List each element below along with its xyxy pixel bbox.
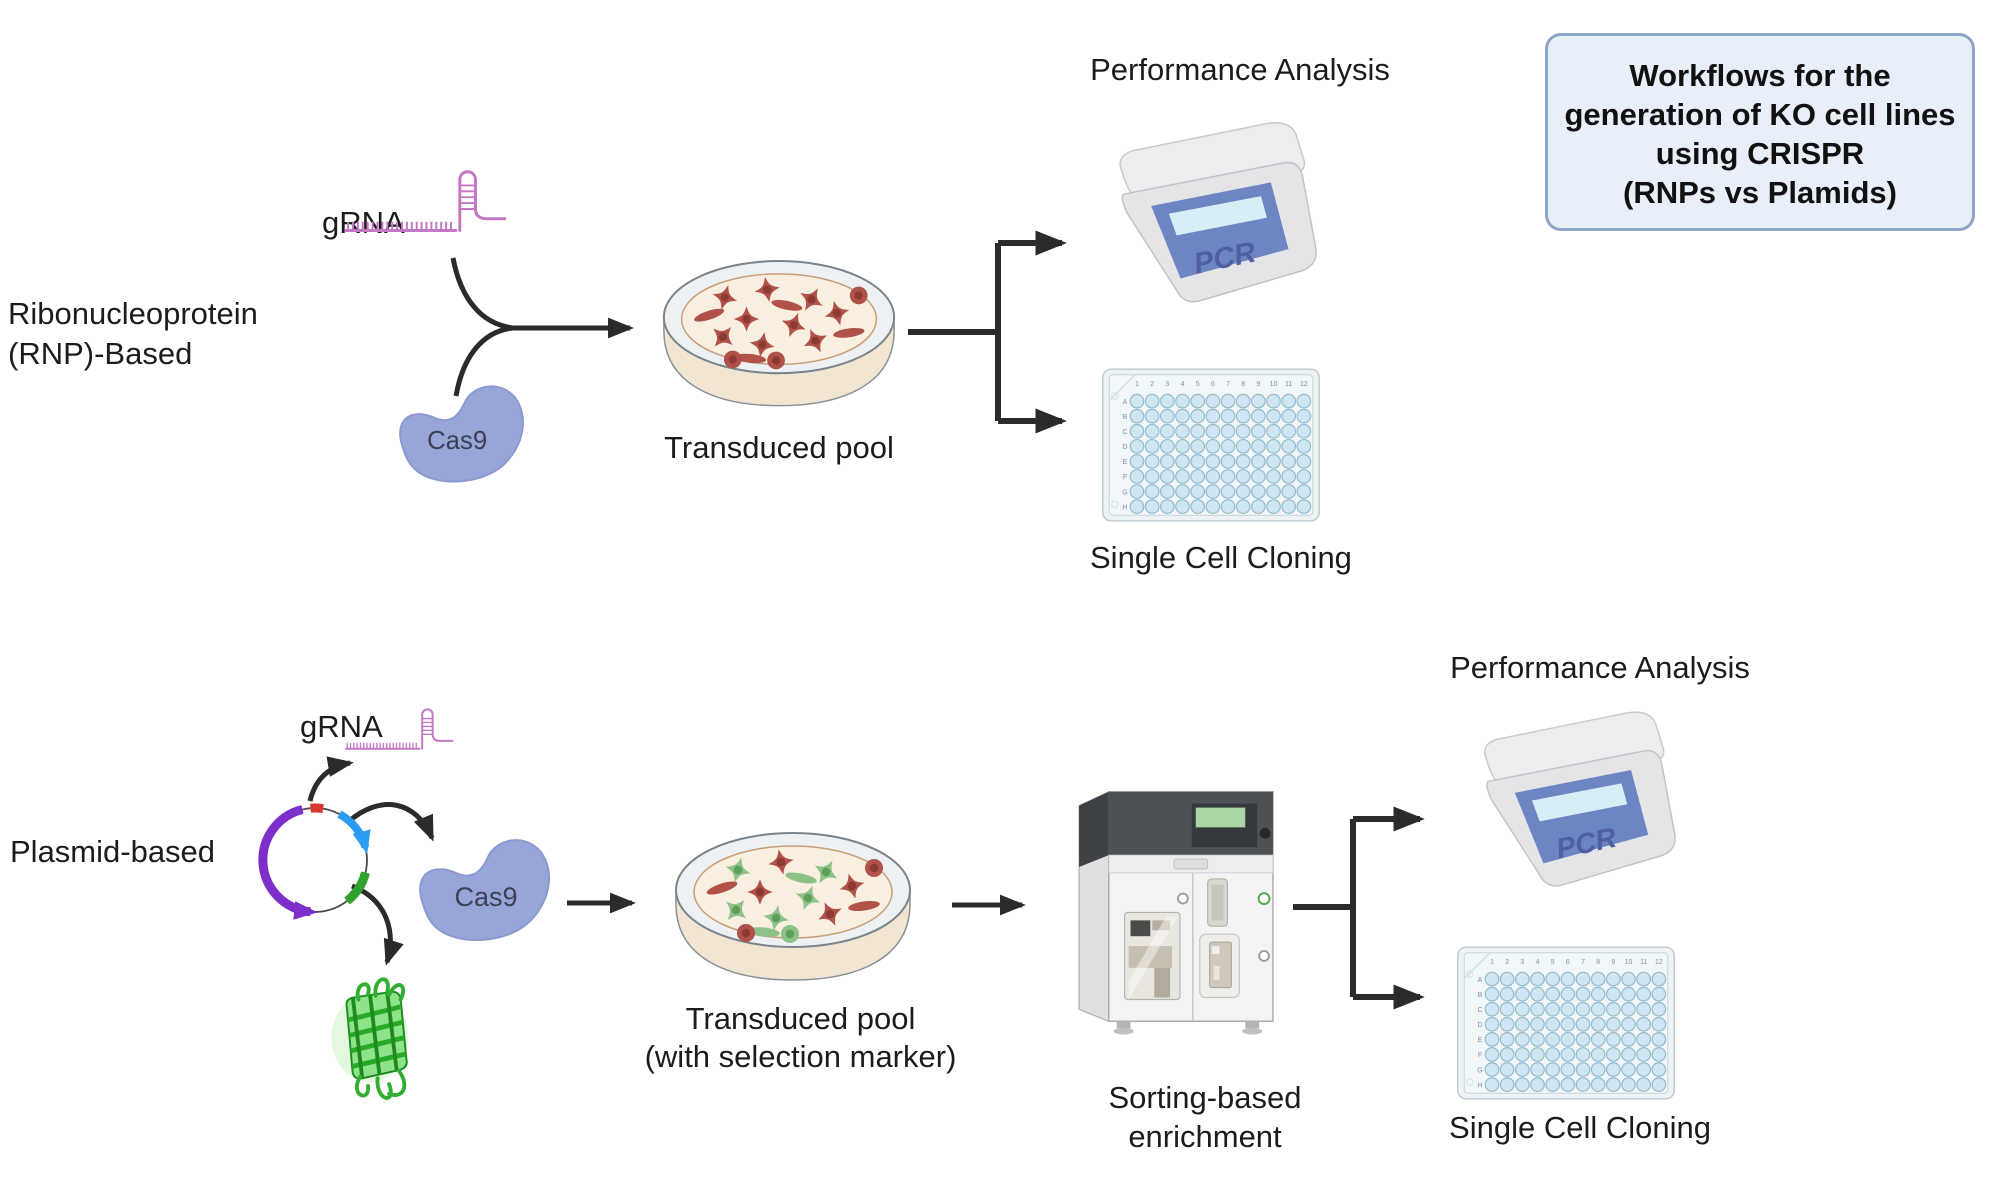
pcr-machine-icon-bottom: PCR [1484,711,1676,887]
cas9-label: Cas9 [427,427,487,455]
title-box: Workflows for the generation of KO cell … [1545,33,1975,231]
svg-text:E: E [1478,1037,1483,1044]
transduced-pool-top-label: Transduced pool [664,430,894,465]
svg-text:C: C [1122,429,1127,436]
svg-text:5: 5 [1551,959,1555,966]
svg-text:9: 9 [1256,381,1260,388]
svg-text:4: 4 [1536,959,1540,966]
plasmid-blue-arc [337,810,371,855]
plasmid-row-label: Plasmid-based [10,834,216,869]
plasmid-purple-arc [258,805,318,920]
cas9-icon: Cas9 [399,385,524,483]
pcr-screen [1532,783,1628,822]
gfp-protein-icon [331,977,409,1100]
grna-icon-small [344,708,454,750]
svg-text:A: A [1123,399,1128,406]
petri-dish-selection-icon [675,832,911,981]
svg-text:G: G [1122,489,1127,496]
svg-text:11: 11 [1285,381,1292,388]
sorting-enrichment-label: Sorting-based enrichment [1108,1080,1302,1154]
svg-text:7: 7 [1226,381,1230,388]
cell-sorter-icon [1078,790,1274,1035]
svg-text:9: 9 [1611,959,1615,966]
svg-text:8: 8 [1241,381,1245,388]
performance-analysis-bottom-label: Performance Analysis [1450,650,1750,685]
grna-bottom-label: gRNA [300,709,383,744]
plasmid-expression-arrows [307,756,435,966]
svg-text:12: 12 [1655,959,1663,966]
svg-text:B: B [1123,414,1128,421]
single-cell-cloning-bottom-label: Single Cell Cloning [1449,1110,1711,1145]
svg-text:1: 1 [1135,381,1139,388]
svg-text:7: 7 [1581,959,1585,966]
title-line: (RNPs vs Plamids) [1623,175,1897,210]
cas9-label: Cas9 [454,882,517,912]
grna-icon [344,170,507,232]
rnp-merge-arrow [450,257,634,397]
svg-text:2: 2 [1505,959,1509,966]
pcr-machine-icon: PCR [1119,122,1317,303]
svg-text:G: G [1477,1067,1482,1074]
svg-text:1: 1 [1490,959,1494,966]
svg-text:4: 4 [1181,381,1185,388]
svg-text:D: D [1122,444,1127,451]
svg-text:F: F [1478,1052,1482,1059]
svg-text:A: A [1478,977,1483,984]
svg-text:6: 6 [1566,959,1570,966]
plasmid-branch-arrows [1293,806,1425,1010]
plasmid-icon [258,803,371,920]
rnp-row-label: Ribonucleoprotein (RNP)-Based [8,296,258,371]
svg-text:H: H [1122,504,1127,511]
svg-text:F: F [1123,474,1127,481]
petri-dish-icon [662,260,896,407]
pcr-screen [1168,196,1267,236]
cas9-icon-bottom: Cas9 [419,839,551,941]
title-line: using CRISPR [1655,136,1865,171]
performance-analysis-top-label: Performance Analysis [1090,52,1390,87]
sorter-screen [1195,807,1246,828]
svg-text:3: 3 [1520,959,1524,966]
single-cell-cloning-top-label: Single Cell Cloning [1090,540,1352,575]
svg-text:11: 11 [1640,959,1647,966]
rnp-branch-arrows [908,230,1067,434]
plasmid-green-arc [344,871,370,905]
svg-text:H: H [1477,1082,1482,1089]
plasmid-red-segment [310,803,324,814]
svg-text:6: 6 [1211,381,1215,388]
svg-text:8: 8 [1596,959,1600,966]
svg-text:B: B [1478,992,1483,999]
svg-text:3: 3 [1165,381,1169,388]
sorter-button [1259,827,1271,839]
svg-text:12: 12 [1300,381,1308,388]
svg-text:10: 10 [1270,381,1278,388]
transduced-pool-bottom-label: Transduced pool (with selection marker) [644,1001,957,1074]
svg-text:10: 10 [1625,959,1633,966]
title-line: Workflows for the [1629,58,1891,93]
svg-text:5: 5 [1196,381,1200,388]
svg-text:C: C [1477,1007,1482,1014]
svg-text:2: 2 [1150,381,1154,388]
svg-text:E: E [1123,459,1128,466]
svg-text:D: D [1477,1022,1482,1029]
title-line: generation of KO cell lines [1564,97,1956,132]
